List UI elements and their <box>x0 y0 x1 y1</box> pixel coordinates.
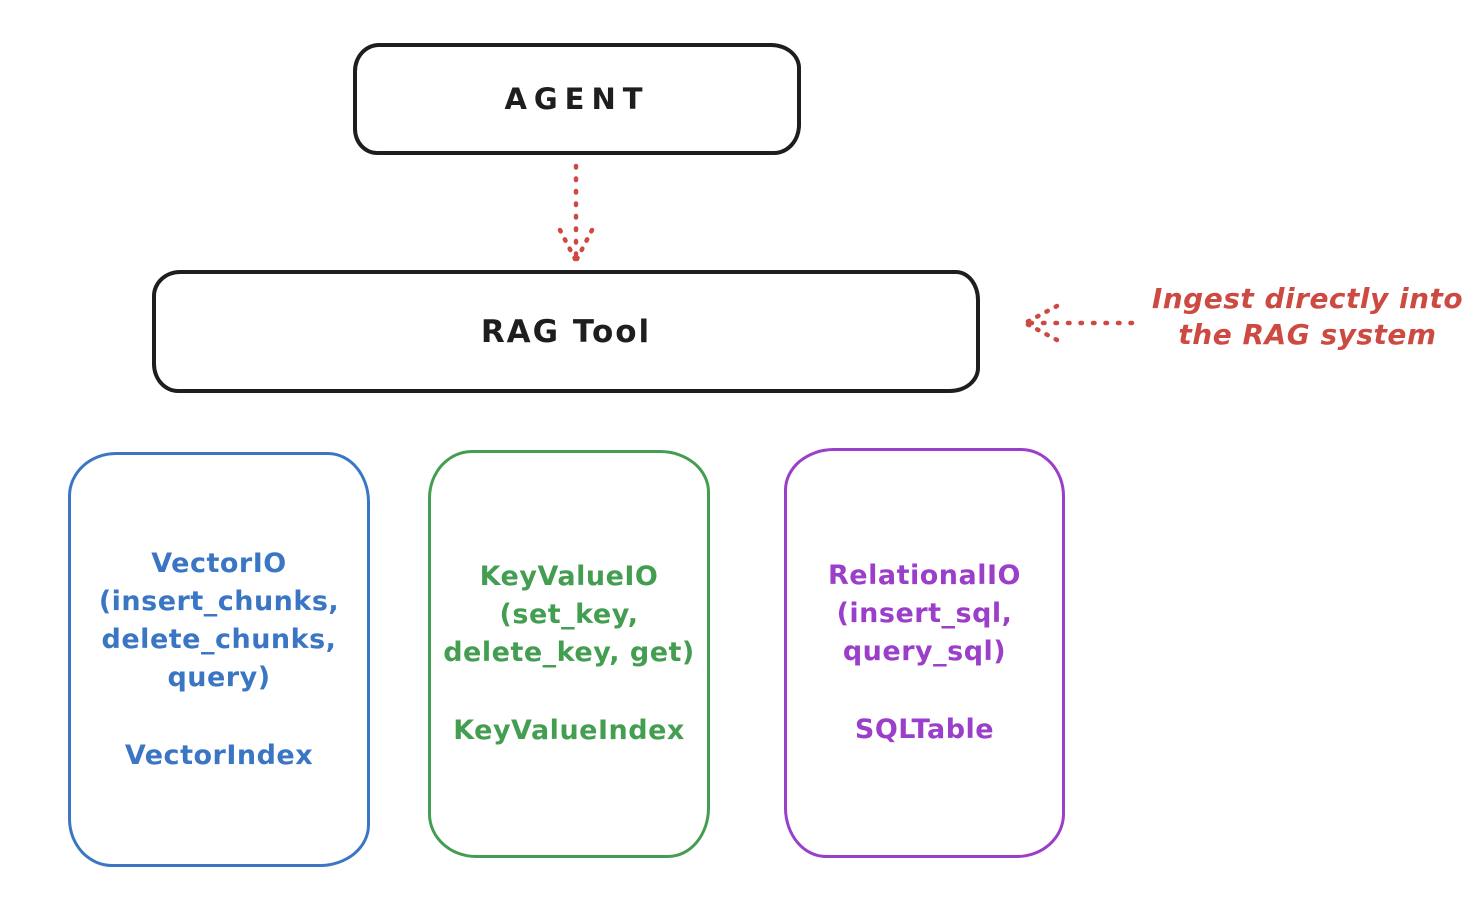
annotation-arrowhead-bottom <box>1024 321 1060 343</box>
keyvalue-index-label: KeyValueIndex <box>453 715 685 746</box>
vector-io-title: VectorIO <box>151 547 287 579</box>
ingest-annotation-line1: Ingest directly into <box>1151 282 1464 315</box>
keyvalue-io-methods-line: (set_key, <box>499 599 639 630</box>
agent-to-rag-arrowhead-left <box>557 227 578 262</box>
keyvalue-io-title: KeyValueIO <box>479 561 659 592</box>
agent-node: AGENT <box>353 43 801 155</box>
vector-io-methods-line: delete_chunks, <box>101 623 337 655</box>
vector-io-methods-line: (insert_chunks, <box>98 585 340 617</box>
keyvalue-io-methods-line: delete_key, get) <box>443 637 695 668</box>
relational-io-title: RelationalIO <box>828 560 1021 591</box>
annotation-to-rag-arrow <box>1024 303 1135 343</box>
agent-to-rag-arrowhead-right <box>574 227 595 262</box>
relational-io-node: RelationalIO (insert_sql, query_sql) SQL… <box>784 448 1065 858</box>
rag-tool-node-label: RAG Tool <box>480 313 652 350</box>
vector-io-methods-line: query) <box>167 661 271 693</box>
rag-tool-node: RAG Tool <box>152 270 980 393</box>
annotation-arrowhead-top <box>1024 303 1060 325</box>
agent-node-label: AGENT <box>504 82 650 116</box>
relational-io-methods-line: query_sql) <box>842 636 1007 667</box>
ingest-annotation-line2: the RAG system <box>1178 318 1437 351</box>
agent-to-rag-arrow <box>557 163 595 262</box>
vector-index-label: VectorIndex <box>124 739 314 771</box>
relational-io-methods-line: (insert_sql, <box>836 598 1013 629</box>
vector-io-node: VectorIO (insert_chunks, delete_chunks, … <box>68 452 370 867</box>
sql-table-label: SQLTable <box>854 714 995 745</box>
ingest-annotation: Ingest directly into the RAG system <box>1140 281 1475 353</box>
keyvalue-io-node: KeyValueIO (set_key, delete_key, get) Ke… <box>428 450 710 858</box>
